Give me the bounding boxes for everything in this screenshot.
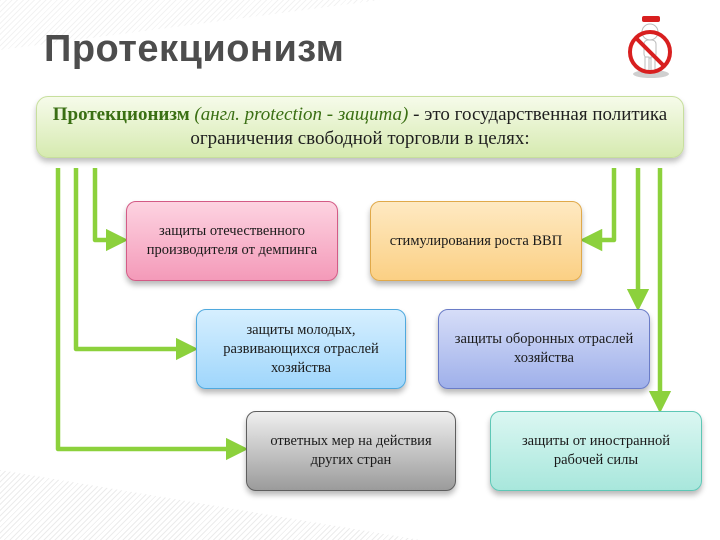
goal-box-young-industries: защиты молодых, развивающихся отраслей х…	[196, 309, 406, 389]
goal-box-foreign-labor: защиты от иностранной рабочей силы	[490, 411, 702, 491]
banner-term: Протекционизм	[52, 104, 190, 125]
banner-etymology: (англ. protection - защита)	[194, 104, 409, 125]
definition-banner: Протекционизм (англ. protection - защита…	[36, 96, 684, 158]
goal-box-gdp-growth: стимулирования роста ВВП	[370, 201, 582, 281]
arrow-to-goal-5	[55, 168, 249, 461]
no-symbol-figure-icon	[628, 16, 672, 78]
goal-box-defense-industries: защиты оборонных отраслей хозяйства	[438, 309, 650, 389]
goal-box-domestic-producer: защиты отечественного производителя от д…	[126, 201, 338, 281]
arrow-to-goal-3	[73, 168, 199, 361]
goal-box-retaliation: ответных мер на действия других стран	[246, 411, 456, 491]
arrow-to-goal-2	[579, 168, 617, 252]
slide-title: Протекционизм	[44, 28, 345, 70]
banner-definition: - это государственная политика ограничен…	[190, 104, 668, 149]
arrow-to-goal-1	[92, 168, 129, 252]
